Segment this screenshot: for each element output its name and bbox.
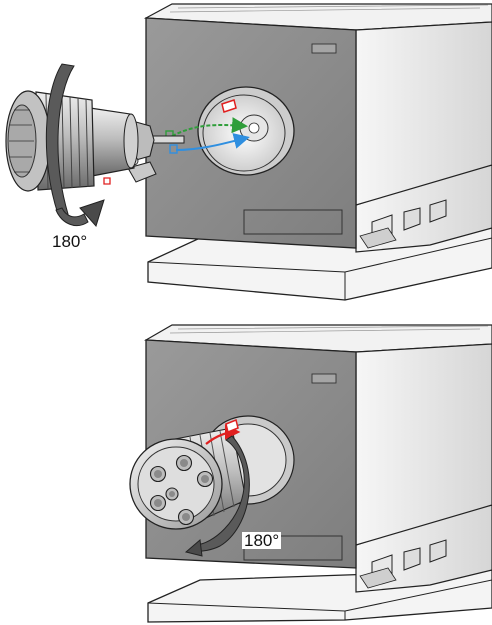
rotation-arrow — [184, 435, 250, 557]
rotation-label-bottom: 180° — [242, 531, 282, 550]
installed-connector — [129, 427, 247, 530]
rotation-label-top: 180° — [52, 232, 88, 251]
port-holes — [149, 454, 214, 526]
panel-bottom — [129, 324, 492, 623]
label-slot — [243, 209, 343, 235]
alignment-mark-red — [221, 99, 237, 113]
blue-guide-arrow — [175, 133, 250, 151]
status-window — [311, 373, 337, 384]
green-guide-arrow — [171, 117, 248, 137]
panel-top — [5, 3, 492, 301]
status-window — [311, 43, 337, 54]
connector-assembly — [5, 90, 185, 192]
red-alignment-arrow — [205, 418, 241, 445]
side-module — [355, 164, 492, 253]
connector-opening — [197, 86, 295, 176]
rotation-arrow — [45, 63, 105, 227]
